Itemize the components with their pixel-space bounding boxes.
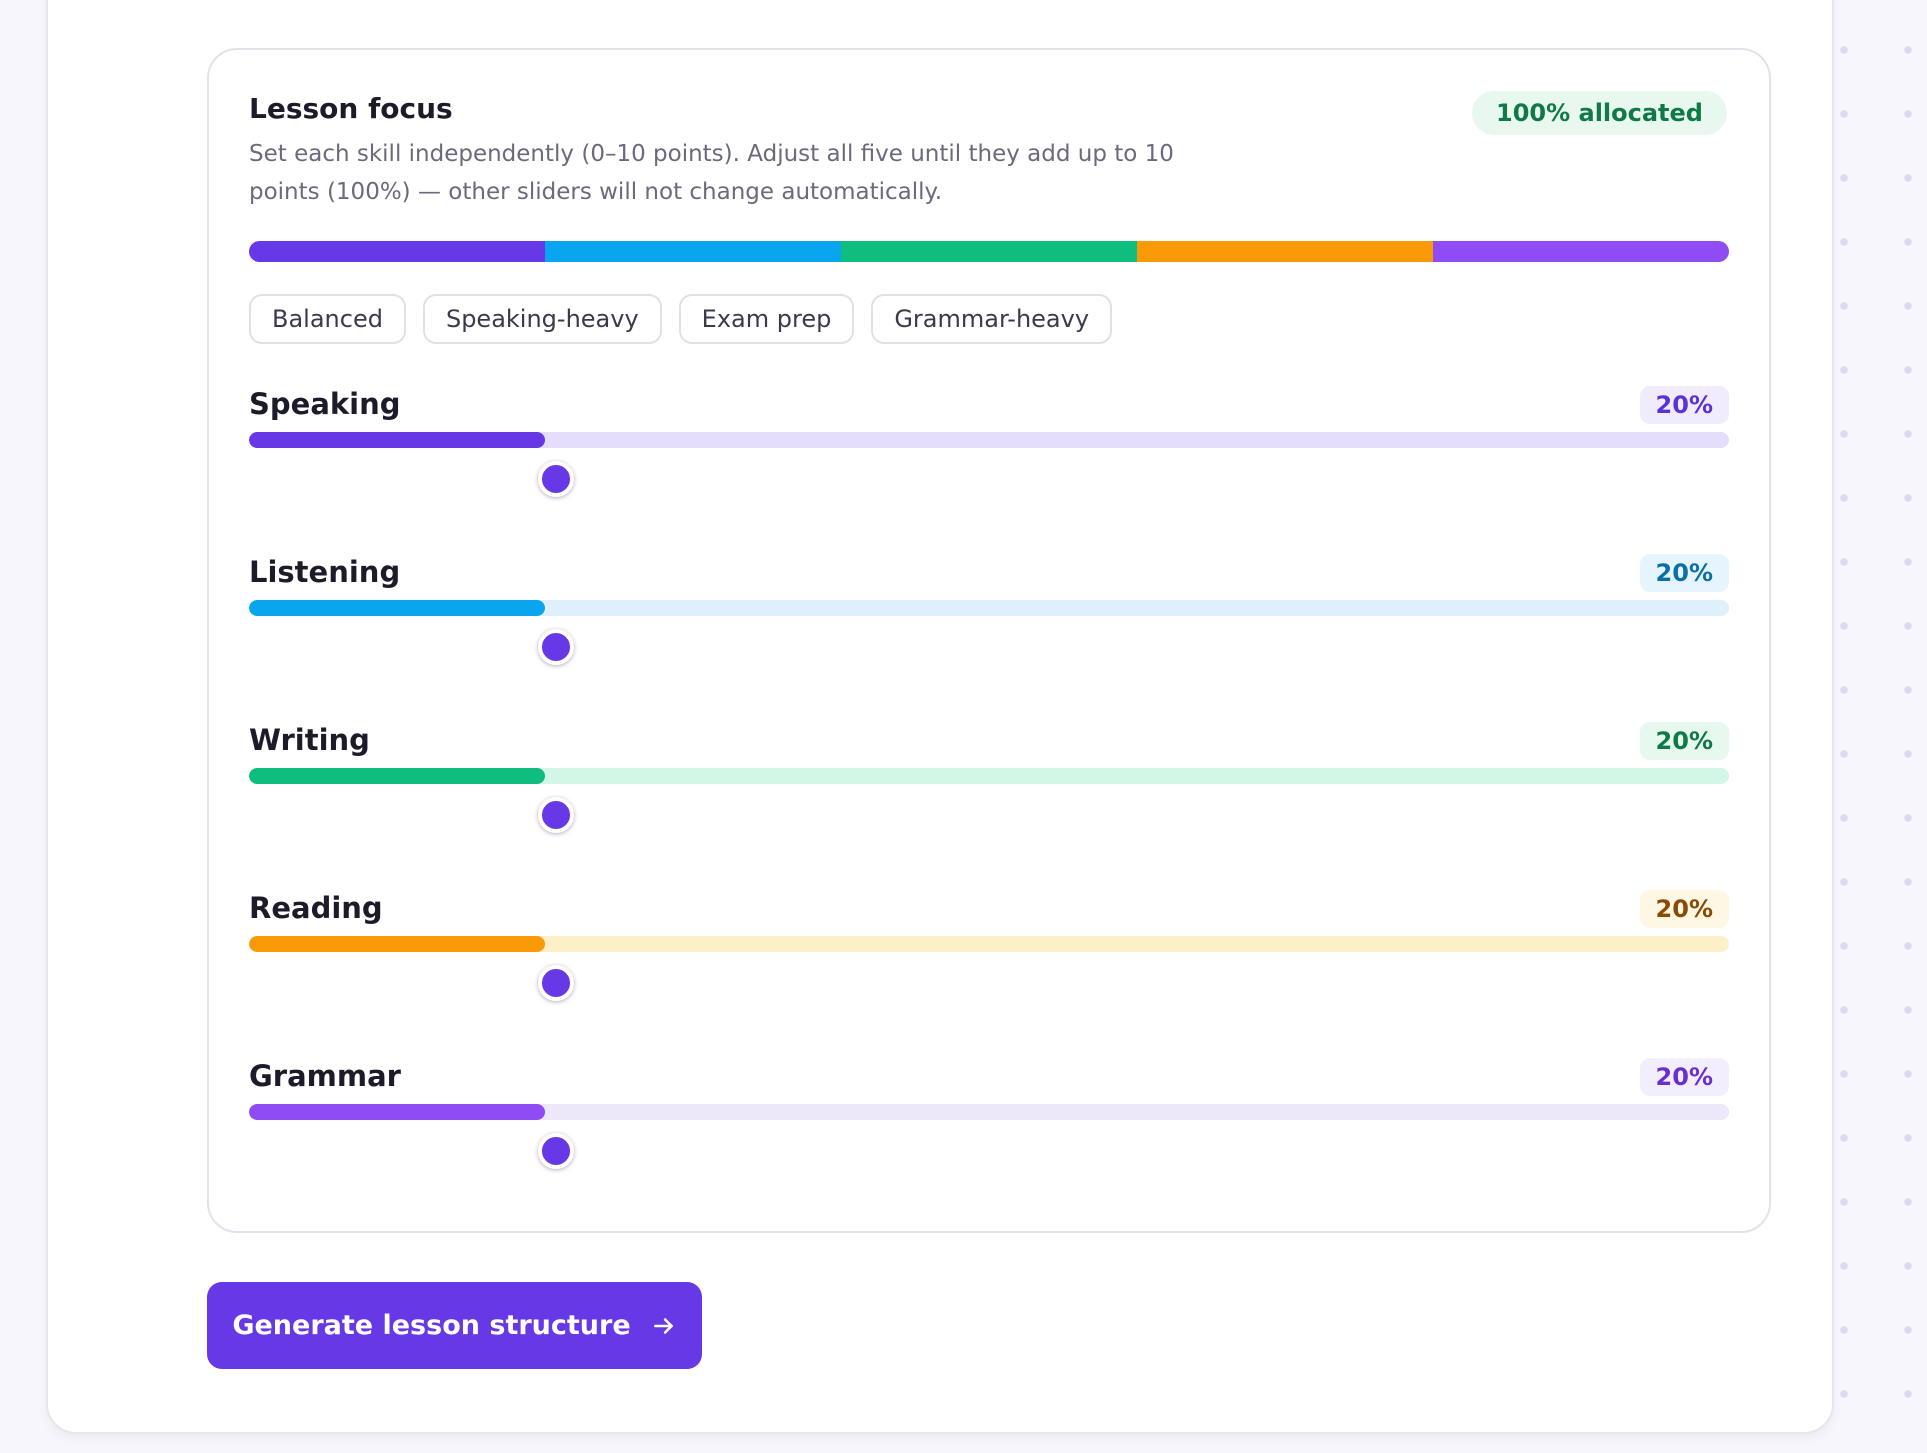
slider-track[interactable] (249, 768, 1729, 784)
skill-percent-badge: 20% (1639, 1058, 1729, 1096)
skill-percent-badge: 20% (1639, 386, 1729, 424)
arrow-right-icon (651, 1313, 677, 1339)
preset-chips: Balanced Speaking-heavy Exam prep Gramma… (249, 294, 1113, 344)
lesson-focus-title: Lesson focus (249, 92, 453, 125)
allocation-stacked-bar (249, 241, 1729, 262)
skill-label: Writing (249, 723, 370, 757)
skill-reading: Reading 20% (249, 888, 1729, 1038)
slider-fill (249, 432, 545, 448)
slider-thumb[interactable] (537, 1133, 574, 1169)
slider-thumb[interactable] (537, 629, 574, 665)
slider-thumb[interactable] (537, 797, 574, 833)
skill-listening: Listening 20% (249, 552, 1729, 702)
skill-percent-badge: 20% (1639, 890, 1729, 928)
slider-fill (249, 768, 545, 784)
preset-speaking-heavy-button[interactable]: Speaking-heavy (422, 294, 662, 344)
generate-lesson-label: Generate lesson structure (232, 1310, 631, 1341)
allocation-segment-reading (1137, 241, 1433, 262)
skill-percent-badge: 20% (1639, 554, 1729, 592)
allocation-segment-writing (841, 241, 1137, 262)
slider-track[interactable] (249, 600, 1729, 616)
skill-label: Speaking (249, 387, 401, 421)
skill-grammar: Grammar 20% (249, 1056, 1729, 1206)
skill-label: Reading (249, 891, 383, 925)
allocation-segment-listening (545, 241, 841, 262)
slider-track[interactable] (249, 1104, 1729, 1120)
allocation-segment-grammar (1433, 241, 1729, 262)
slider-track[interactable] (249, 432, 1729, 448)
skill-writing: Writing 20% (249, 720, 1729, 870)
allocation-badge: 100% allocated (1472, 91, 1727, 135)
slider-fill (249, 1104, 545, 1120)
skill-label: Grammar (249, 1059, 401, 1093)
slider-thumb[interactable] (537, 965, 574, 1001)
allocation-segment-speaking (249, 241, 545, 262)
slider-track[interactable] (249, 936, 1729, 952)
generate-lesson-button[interactable]: Generate lesson structure (207, 1282, 702, 1369)
slider-fill (249, 600, 545, 616)
slider-fill (249, 936, 545, 952)
skill-label: Listening (249, 555, 401, 589)
preset-grammar-heavy-button[interactable]: Grammar-heavy (871, 294, 1113, 344)
slider-thumb[interactable] (537, 461, 574, 497)
preset-balanced-button[interactable]: Balanced (249, 294, 406, 344)
lesson-focus-description: Set each skill independently (0–10 point… (249, 141, 1174, 205)
skill-speaking: Speaking 20% (249, 384, 1729, 534)
skill-percent-badge: 20% (1639, 722, 1729, 760)
preset-exam-prep-button[interactable]: Exam prep (678, 294, 855, 344)
